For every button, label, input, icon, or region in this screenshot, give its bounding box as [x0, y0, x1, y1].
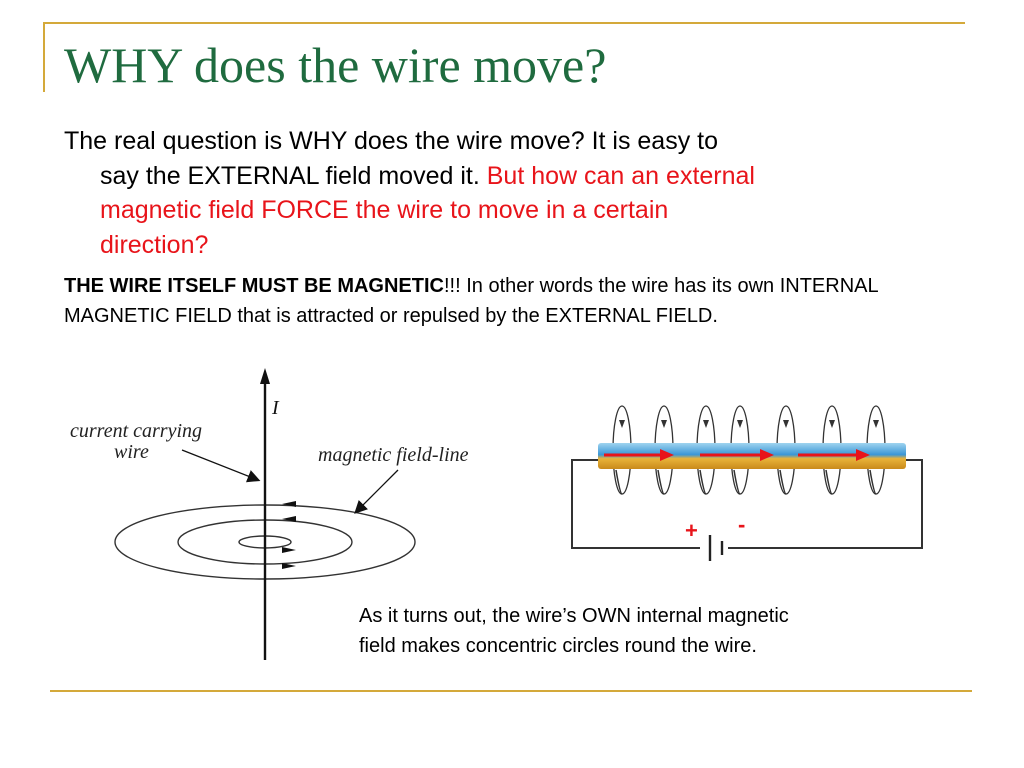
top-rule	[45, 22, 965, 24]
intro-line-1: The real question is WHY does the wire m…	[64, 127, 719, 155]
current-arrow-icon	[260, 368, 270, 384]
intro-line-2: say the EXTERNAL field moved it. But how…	[64, 159, 944, 194]
bottom-rule	[50, 690, 972, 692]
left-rule	[43, 22, 45, 92]
intro-line-4: direction?	[100, 230, 209, 259]
current-arrow-icon	[856, 449, 870, 461]
intro-line-2-black: say the EXTERNAL field moved it.	[100, 161, 480, 190]
current-arrow-icon	[760, 449, 774, 461]
wire-pointer	[181, 449, 261, 483]
wire-field-diagram: I current carrying wire magnetic field-l…	[70, 368, 469, 660]
coil-circuit-diagram: + -	[571, 405, 923, 561]
plus-label: +	[685, 518, 698, 543]
minus-label: -	[738, 512, 745, 537]
current-label: I	[271, 397, 280, 419]
field-line-pointer	[354, 469, 399, 514]
field-arrow-icon	[282, 547, 296, 553]
field-arrow-icon	[282, 563, 296, 569]
coil-arrow-icons	[619, 420, 879, 428]
field-arrow-icon	[282, 501, 296, 507]
coil-front	[615, 469, 877, 495]
field-arrow-icon	[282, 516, 296, 522]
caption-line-1: As it turns out, the wire’s OWN internal…	[359, 605, 789, 627]
explanation-paragraph: THE WIRE ITSELF MUST BE MAGNETIC!!! In o…	[64, 271, 944, 331]
field-line-label: magnetic field-line	[318, 444, 469, 466]
wire-label-line1: current carrying	[70, 420, 202, 442]
wire-label-line2: wire	[114, 441, 149, 463]
caption-line-2: field makes concentric circles round the…	[359, 635, 757, 657]
page-title: WHY does the wire move?	[64, 37, 607, 93]
explanation-bold: THE WIRE ITSELF MUST BE MAGNETIC	[64, 275, 444, 297]
intro-line-3: magnetic field FORCE the wire to move in…	[100, 196, 669, 224]
intro-paragraph: The real question is WHY does the wire m…	[64, 124, 944, 262]
circuit-wire-right	[728, 459, 923, 549]
circuit-wire-left	[571, 459, 700, 549]
intro-line-2-red: But how can an external	[486, 161, 755, 190]
explanation-rest: !!! In other words the wire has its own …	[64, 275, 878, 327]
current-arrow-icon	[660, 449, 674, 461]
figure-caption: As it turns out, the wire’s OWN internal…	[359, 601, 959, 661]
